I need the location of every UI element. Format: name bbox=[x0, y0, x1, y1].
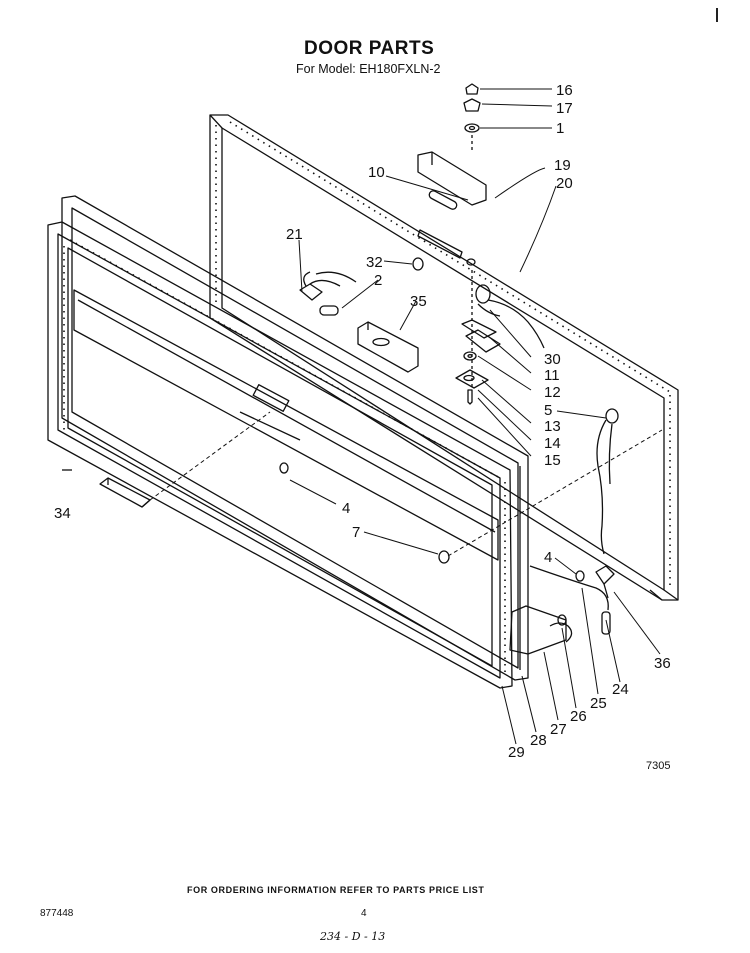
hinge-pin-stack bbox=[463, 83, 481, 266]
callout-10: 10 bbox=[368, 164, 385, 181]
callout-30: 30 bbox=[544, 351, 561, 368]
callout-1: 1 bbox=[556, 120, 564, 137]
callout-19: 19 bbox=[554, 157, 571, 174]
edge-mark bbox=[716, 8, 718, 22]
callout-14: 14 bbox=[544, 435, 561, 452]
callout-labels: 16 17 1 19 20 10 21 32 2 35 30 11 12 5 1… bbox=[54, 82, 671, 761]
light-socket-assembly bbox=[299, 271, 357, 316]
callout-28: 28 bbox=[530, 732, 547, 749]
screw-7 bbox=[438, 550, 450, 564]
callout-35: 35 bbox=[410, 293, 427, 310]
hinge-cover bbox=[417, 151, 487, 210]
bracket-35 bbox=[357, 321, 419, 373]
callout-4-door: 4 bbox=[342, 500, 350, 517]
switch-assembly bbox=[455, 270, 545, 405]
callout-24: 24 bbox=[612, 681, 629, 698]
hinge-slot bbox=[417, 229, 463, 259]
callout-34: 34 bbox=[54, 505, 71, 522]
callout-27: 27 bbox=[550, 721, 567, 738]
callout-16: 16 bbox=[556, 82, 573, 99]
handwritten-code: 234 - D - 13 bbox=[320, 930, 386, 943]
model-subtitle: For Model: EH180FXLN-2 bbox=[296, 62, 441, 76]
callout-20: 20 bbox=[556, 175, 573, 192]
callout-2: 2 bbox=[374, 272, 382, 289]
callout-21: 21 bbox=[286, 226, 303, 243]
figure-code: 7305 bbox=[646, 760, 671, 772]
callout-32: 32 bbox=[366, 254, 383, 271]
leader-lines bbox=[149, 88, 663, 745]
callout-12: 12 bbox=[544, 384, 561, 401]
ordering-note: FOR ORDERING INFORMATION REFER TO PARTS … bbox=[187, 885, 485, 895]
screw-4-door bbox=[279, 462, 289, 474]
screw-32 bbox=[412, 257, 424, 271]
callout-25: 25 bbox=[590, 695, 607, 712]
page-title: DOOR PARTS bbox=[304, 38, 435, 59]
heater-assembly bbox=[509, 408, 619, 655]
callout-26: 26 bbox=[570, 708, 587, 725]
callout-29: 29 bbox=[508, 744, 525, 761]
callout-7: 7 bbox=[352, 524, 360, 541]
callout-36: 36 bbox=[654, 655, 671, 672]
callout-13: 13 bbox=[544, 418, 561, 435]
page-number: 4 bbox=[361, 908, 367, 919]
outer-door-panel bbox=[47, 221, 513, 689]
callout-15: 15 bbox=[544, 452, 561, 469]
callout-17: 17 bbox=[556, 100, 573, 117]
callout-4-heater: 4 bbox=[544, 549, 552, 566]
door-gasket bbox=[61, 195, 529, 681]
callout-11: 11 bbox=[544, 367, 560, 384]
callout-5: 5 bbox=[544, 402, 552, 419]
document-number: 877448 bbox=[40, 908, 74, 919]
